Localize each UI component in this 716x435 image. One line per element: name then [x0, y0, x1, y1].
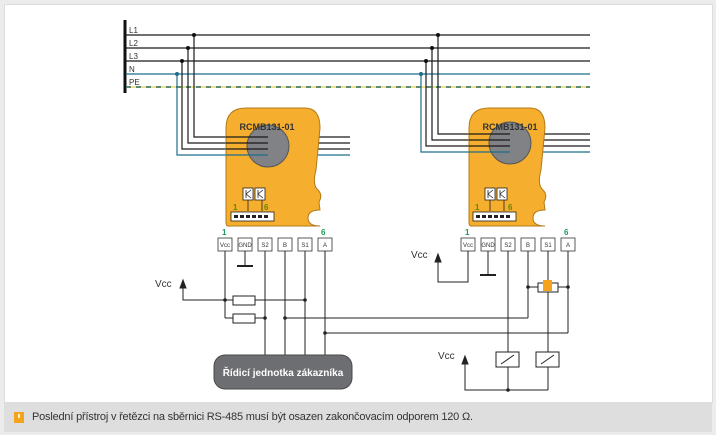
- device-1-conn-label-6: 6: [264, 203, 269, 212]
- device-1-terminal-a: A: [323, 243, 327, 249]
- device-2-relay-1: [484, 187, 496, 201]
- device-2: RCMB131-01 1 6: [468, 107, 547, 227]
- device-1: RCMB131-01 1 6: [225, 107, 322, 227]
- device-2-pin-first: 1: [465, 228, 470, 237]
- device-1-terminal-vcc: Vcc: [220, 243, 230, 249]
- device-1-name: RCMB131-01: [239, 122, 294, 132]
- vcc-label-2: Vcc: [411, 250, 428, 261]
- device-2-terminal-s2: S2: [504, 243, 512, 249]
- bus-label-l1: L1: [129, 26, 138, 35]
- vcc-label-1: Vcc: [155, 279, 172, 290]
- controller-label: Řídicí jednotka zákazníka: [223, 366, 344, 379]
- device-2-terminal-gnd: GND: [481, 243, 495, 249]
- device-2-terminal-b: B: [526, 243, 530, 249]
- device-2-conn-label-6: 6: [508, 203, 513, 212]
- customer-controller: Řídicí jednotka zákazníka: [213, 354, 353, 390]
- device-2-conn-label-1: 1: [475, 203, 480, 212]
- device-1-relay-2: [254, 187, 266, 201]
- device-2-wiring: [434, 251, 570, 392]
- device-2-terminal-vcc: Vcc: [463, 243, 473, 249]
- device-1-pin-last: 6: [321, 228, 326, 237]
- device-2-core: [488, 121, 532, 165]
- device-1-relay-1: [242, 187, 254, 201]
- device-2-terminal-a: A: [566, 243, 570, 249]
- device-2-name: RCMB131-01: [482, 122, 537, 132]
- device-1-terminal-s2: S2: [261, 243, 269, 249]
- info-icon: [14, 411, 24, 423]
- device-1-terminal-b: B: [283, 243, 287, 249]
- bus-label-n: N: [129, 65, 135, 74]
- device-2-relay-2: [496, 187, 508, 201]
- device-1-conn-label-1: 1: [233, 203, 238, 212]
- device-2-pin-last: 6: [564, 228, 569, 237]
- device-1-pin-first: 1: [222, 228, 227, 237]
- device-2-terminal-s1: S1: [544, 243, 552, 249]
- device-1-terminal-gnd: GND: [238, 243, 252, 249]
- bus-label-l2: L2: [129, 39, 138, 48]
- diagram-frame: [4, 4, 713, 403]
- power-bus: L1 L2 L3 N PE: [123, 20, 590, 93]
- controller-box: [213, 354, 353, 390]
- bus-label-l3: L3: [129, 52, 138, 61]
- terminator-marker: [543, 280, 552, 291]
- device-1-terminal-s1: S1: [301, 243, 309, 249]
- device-1-core: [246, 124, 290, 168]
- device-1-wiring: [179, 251, 568, 355]
- caption-bar: Poslední přístroj v řetězci na sběrnici …: [4, 402, 712, 432]
- device-2-terminals: 1 6 Vcc GND S2 B S1 A: [460, 228, 576, 252]
- vcc-label-3: Vcc: [438, 351, 455, 362]
- bus-label-pe: PE: [129, 78, 140, 87]
- device-1-terminals: 1 6 Vcc GND S2 B S1 A: [217, 228, 333, 252]
- caption-text: Poslední přístroj v řetězci na sběrnici …: [32, 411, 473, 423]
